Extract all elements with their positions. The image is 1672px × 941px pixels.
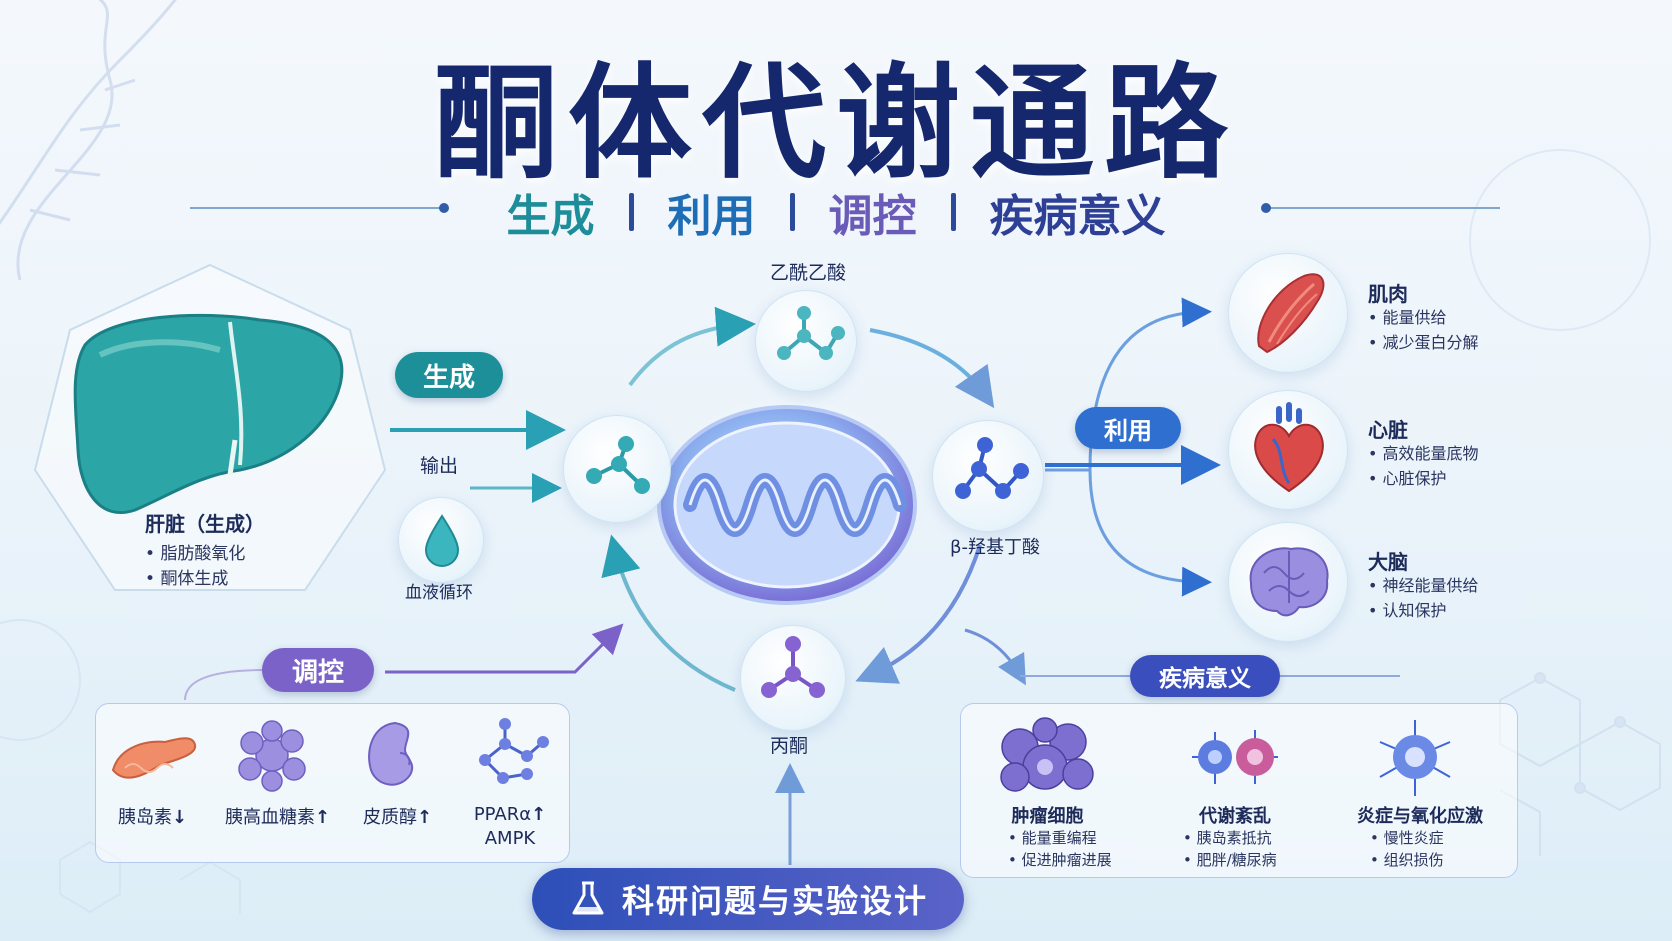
flask-icon [572,881,604,915]
acetone-node [740,625,846,731]
blood-drop-circle [398,497,484,583]
list-item: 减少蛋白分解 [1368,330,1479,355]
list-item: 肥胖/糖尿病 [1183,849,1277,871]
heart-bullets: 高效能量底物 心脏保护 [1368,441,1479,491]
molecule-node-input [563,415,671,523]
glucagon-label: 胰高血糖素↑ [215,803,340,829]
list-item: 组织损伤 [1370,849,1444,871]
research-button[interactable]: 科研问题与实验设计 [532,868,964,930]
brain-icon [1249,547,1329,617]
list-item: 酮体生成 [145,567,245,592]
cycle-arrow [855,544,982,684]
metabolic-title: 代谢紊乱 [1199,806,1271,827]
list-item: 高效能量底物 [1368,441,1479,466]
brain-bullets: 神经能量供给 认知保护 [1368,573,1479,623]
list-item: 促进肿瘤进展 [1008,849,1112,871]
ppar-text: PPARα [473,804,532,825]
mitochondrion-icon [652,395,922,615]
list-item: 慢性炎症 [1370,827,1444,849]
subtitle-regulation: 调控 [828,191,917,242]
muscle-bullets: 能量供给 减少蛋白分解 [1368,305,1479,355]
cycle-arrow [601,534,736,692]
muscle-icon [1257,273,1325,354]
subtitle-generation: 生成 [506,191,595,242]
regulation-panel [95,703,570,863]
metabolic-cells-icon [1192,730,1278,784]
ppar-label: PPARα↑ AMPK [460,803,560,851]
disease-arrow [964,628,1026,686]
alpha-cells-icon [238,720,306,792]
molecule-icon [479,718,549,784]
regulation-arrow [385,623,624,674]
adrenal-icon [368,721,414,786]
acetoacetate-label: 乙酰乙酸 [770,262,847,284]
utilization-arrow [1088,469,1212,597]
liver-bullets: 脂肪酸氧化 酮体生成 [145,542,245,592]
glucagon-text: 胰高血糖素 [224,807,315,828]
ampk-text: AMPK [484,828,536,849]
disease-pill: 疾病意义 [1130,655,1280,697]
tumor-bullets: 能量重编程 促进肿瘤进展 [1008,827,1112,871]
pancreas-icon [111,737,197,779]
list-item: 能量重编程 [1008,827,1112,849]
list-item: 脂肪酸氧化 [145,542,245,567]
subtitle-utilization: 利用 [667,191,756,242]
brain-title: 大脑 [1368,550,1408,574]
molecule-icon [761,636,825,698]
down-arrow-icon: ↓ [171,807,188,828]
acetoacetate-node [755,290,857,392]
generation-pill: 生成 [395,352,503,398]
insulin-label: 胰岛素↓ [110,803,195,829]
heart-title: 心脏 [1368,418,1408,442]
utilization-pill: 利用 [1075,407,1181,449]
inflammation-cell-icon [1379,720,1451,796]
liver-icon [73,313,344,514]
brain-circle [1228,522,1348,642]
page-title: 酮体代谢通路 [433,52,1238,196]
subtitle-disease: 疾病意义 [989,191,1166,242]
tumor-title: 肿瘤细胞 [1011,806,1084,827]
cycle-arrow [869,328,995,409]
muscle-title: 肌肉 [1368,282,1408,306]
list-item: 心脏保护 [1368,466,1479,491]
separator [789,193,795,231]
separator [950,193,956,231]
list-item: 能量供给 [1368,305,1479,330]
research-button-label: 科研问题与实验设计 [621,882,928,920]
cortisol-label: 皮质醇↑ [355,803,440,829]
cortisol-text: 皮质醇 [362,807,417,828]
metabolic-bullets: 胰岛素抵抗 肥胖/糖尿病 [1183,827,1277,871]
up-arrow-icon: ↑ [314,807,331,828]
blood-label: 血液循环 [405,583,473,603]
acetone-label: 丙酮 [770,735,809,757]
molecule-icon [586,436,650,494]
bhb-node [932,420,1044,532]
list-item: 认知保护 [1368,598,1479,623]
bhb-label: β-羟基丁酸 [950,537,1040,558]
liver-title: 肝脏（生成） [145,512,265,536]
list-item: 胰岛素抵抗 [1183,827,1277,849]
separator [628,193,634,231]
molecule-icon [955,437,1029,499]
dna-helix-icon [0,0,177,281]
tumor-cells-icon [1000,717,1094,792]
up-arrow-icon: ↑ [531,804,547,825]
heart-circle [1228,390,1348,510]
list-item: 神经能量供给 [1368,573,1479,598]
subtitle-row: 生成 利用 调控 疾病意义 [0,182,1672,242]
insulin-text: 胰岛素 [117,807,172,828]
muscle-circle [1228,253,1348,373]
inflammation-title: 炎症与氧化应激 [1357,806,1483,827]
up-arrow-icon: ↑ [416,807,433,828]
blood-drop-icon [424,514,460,567]
cycle-arrow [628,306,756,387]
regulation-pill: 调控 [262,648,374,692]
molecule-icon [777,306,845,360]
regulation-connector [184,669,266,701]
inflammation-bullets: 慢性炎症 组织损伤 [1370,827,1444,871]
heart-icon [1254,402,1324,493]
liver-panel [33,263,387,591]
output-label: 输出 [420,455,459,477]
